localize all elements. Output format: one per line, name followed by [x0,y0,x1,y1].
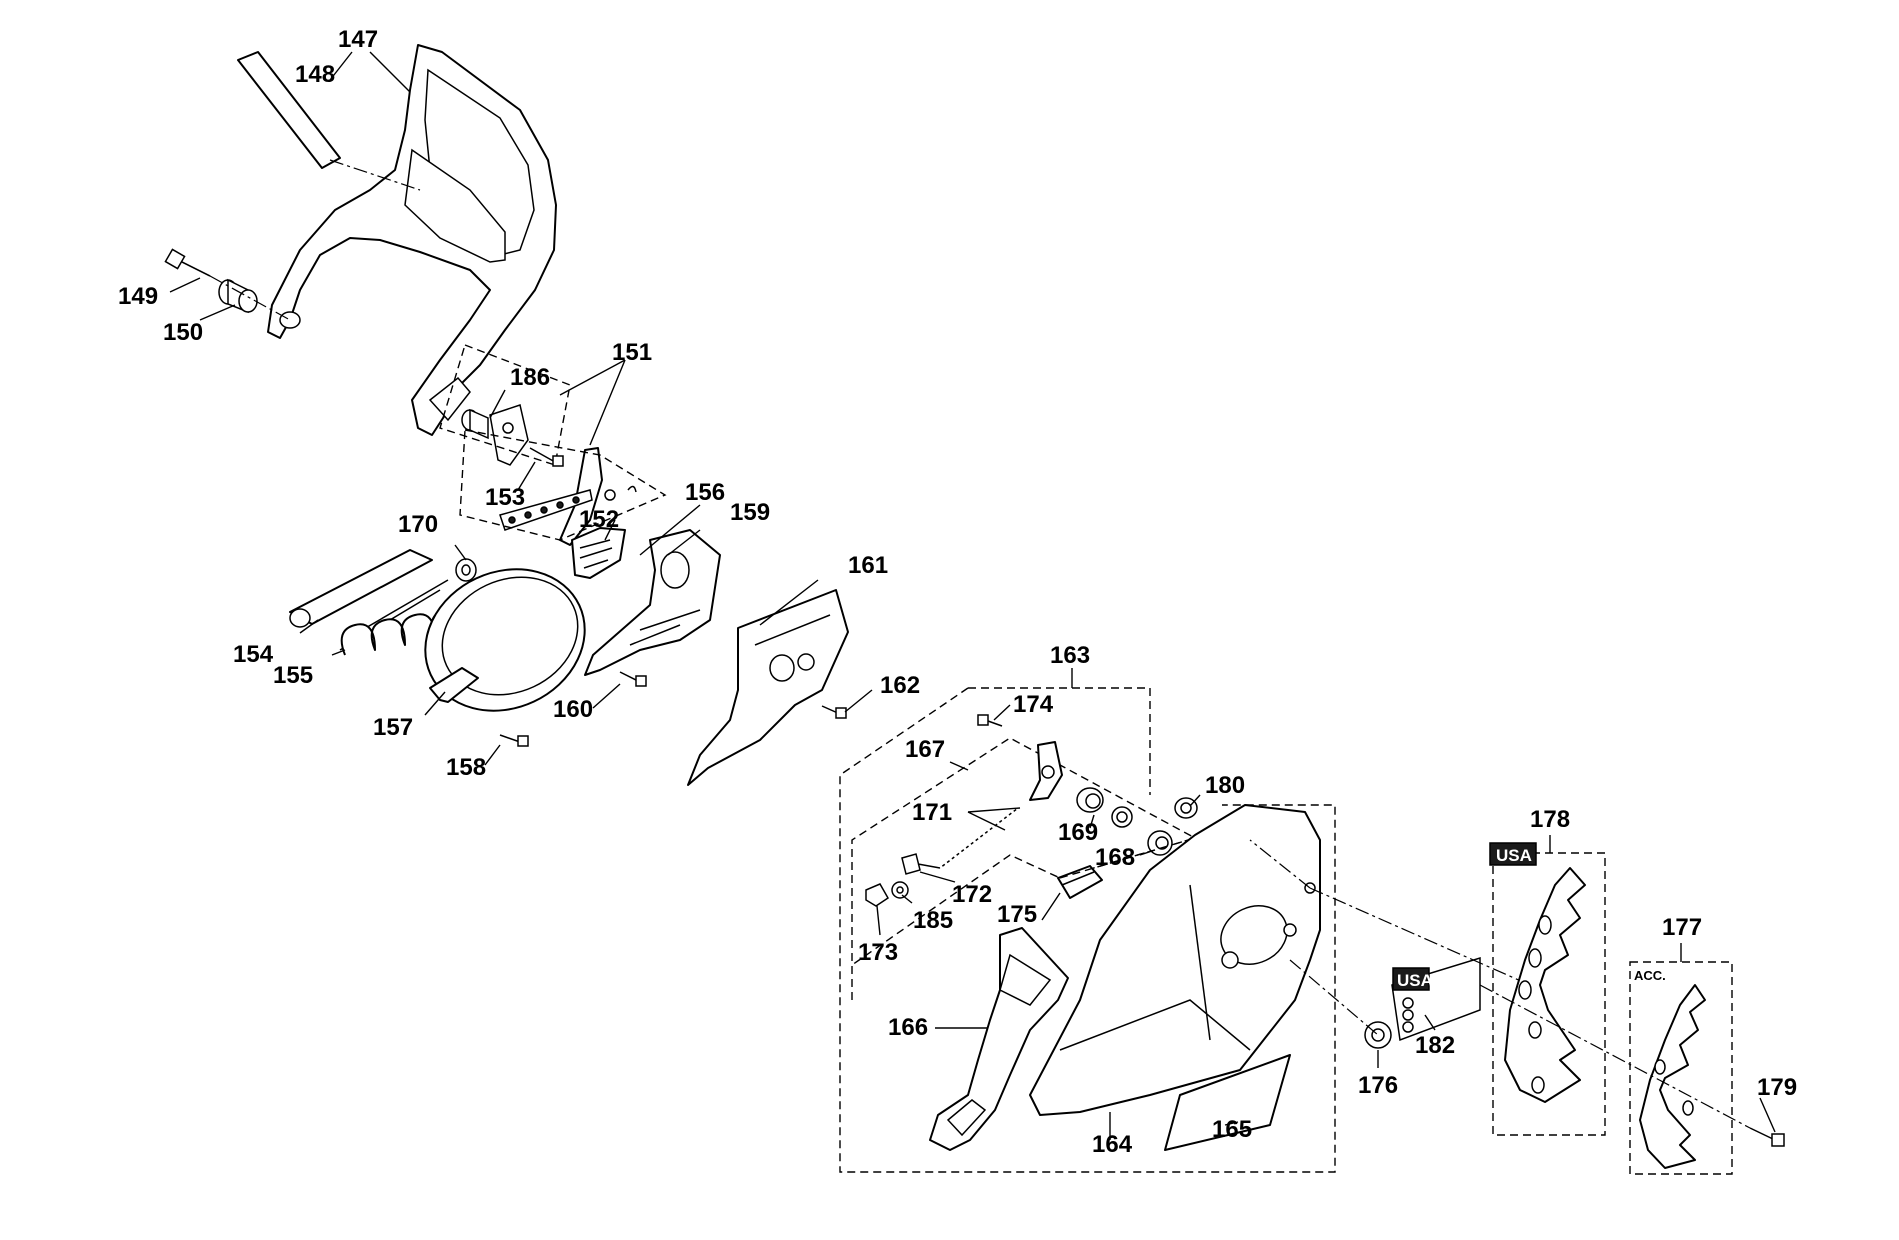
brake-cover-part-159 [584,529,721,676]
adjuster-screw-part-171 [939,806,1019,870]
callout-173: 173 [858,939,898,966]
callout-163: 163 [1050,642,1090,669]
callout-162: 162 [880,672,920,699]
nut-part-180 [1174,797,1198,819]
leader-lines [169,51,1776,1140]
callout-149: 149 [118,283,158,310]
callout-169: 169 [1058,819,1098,846]
sticker-part-148 [237,51,341,169]
tube-part-154 [289,549,433,625]
callout-147: 147 [338,26,378,53]
screw-part-149 [164,248,211,277]
callout-180: 180 [1205,772,1245,799]
pin-part-172 [901,853,941,875]
nut-part-169 [1076,787,1104,813]
callout-182: 182 [1415,1032,1455,1059]
callout-151: 151 [612,339,652,366]
callout-179: 179 [1757,1074,1797,1101]
callout-153: 153 [485,484,525,511]
callout-166: 166 [888,1014,928,1041]
usa-badge-182: USA [1397,971,1433,990]
nut-part-168 [1147,830,1173,856]
callout-150: 150 [163,319,203,346]
callout-172: 172 [952,881,992,908]
screw-part-158 [499,734,529,747]
callout-167: 167 [905,736,945,763]
bucking-spike-part-178 [1504,867,1586,1103]
screw-part-174 [977,714,1003,727]
callout-168: 168 [1095,844,1135,871]
chain-guide-part-166 [929,927,1069,1151]
bucking-spike-accessory-part-177 [1639,984,1706,1169]
callout-170: 170 [398,511,438,538]
washer-part-170 [455,558,477,582]
pivot-bracket-part-186 [461,404,529,466]
screw-part-162 [821,705,847,719]
washer-near-169 [1111,806,1133,828]
callout-176: 176 [1358,1072,1398,1099]
screw-part-179 [1749,1127,1785,1147]
callout-160: 160 [553,696,593,723]
sticker-part-165 [1164,1054,1291,1151]
callout-154: 154 [233,641,274,668]
warning-label-part-182: USA [1391,956,1481,1042]
block-part-175 [1057,865,1103,899]
callout-177: 177 [1662,914,1702,941]
callout-161: 161 [848,552,888,579]
usa-badge-178: USA [1496,846,1532,865]
callout-186: 186 [510,364,550,391]
callout-labels: 147 148 149 150 151 152 153 154 155 156 … [118,26,1797,1158]
callout-175: 175 [997,901,1037,928]
callout-171: 171 [912,799,952,826]
cover-plate-part-161 [687,589,849,786]
callout-165: 165 [1212,1116,1252,1143]
callout-178: 178 [1530,806,1570,833]
callout-159: 159 [730,499,770,526]
nut-part-176 [1364,1021,1392,1049]
screw-part-153 [529,447,564,467]
sprocket-cover-part-164 [1029,804,1321,1116]
callout-148: 148 [295,61,335,88]
acc-badge-177: ACC. [1634,968,1666,983]
brake-band-part-157 [424,568,586,712]
sleeve-part-150 [218,278,258,314]
callout-152: 152 [579,506,619,533]
washer-part-185 [891,881,909,899]
nut-part-173 [865,883,889,907]
callout-157: 157 [373,714,413,741]
front-hand-guard-part-147 [267,44,557,436]
callout-155: 155 [273,662,313,689]
callout-164: 164 [1092,1131,1133,1158]
callout-174: 174 [1013,691,1054,718]
callout-158: 158 [446,754,486,781]
callout-156: 156 [685,479,725,506]
adjuster-bracket [1029,741,1063,801]
brake-lever-part-151 [499,447,637,546]
callout-185: 185 [913,907,953,934]
screw-part-160 [619,671,647,687]
